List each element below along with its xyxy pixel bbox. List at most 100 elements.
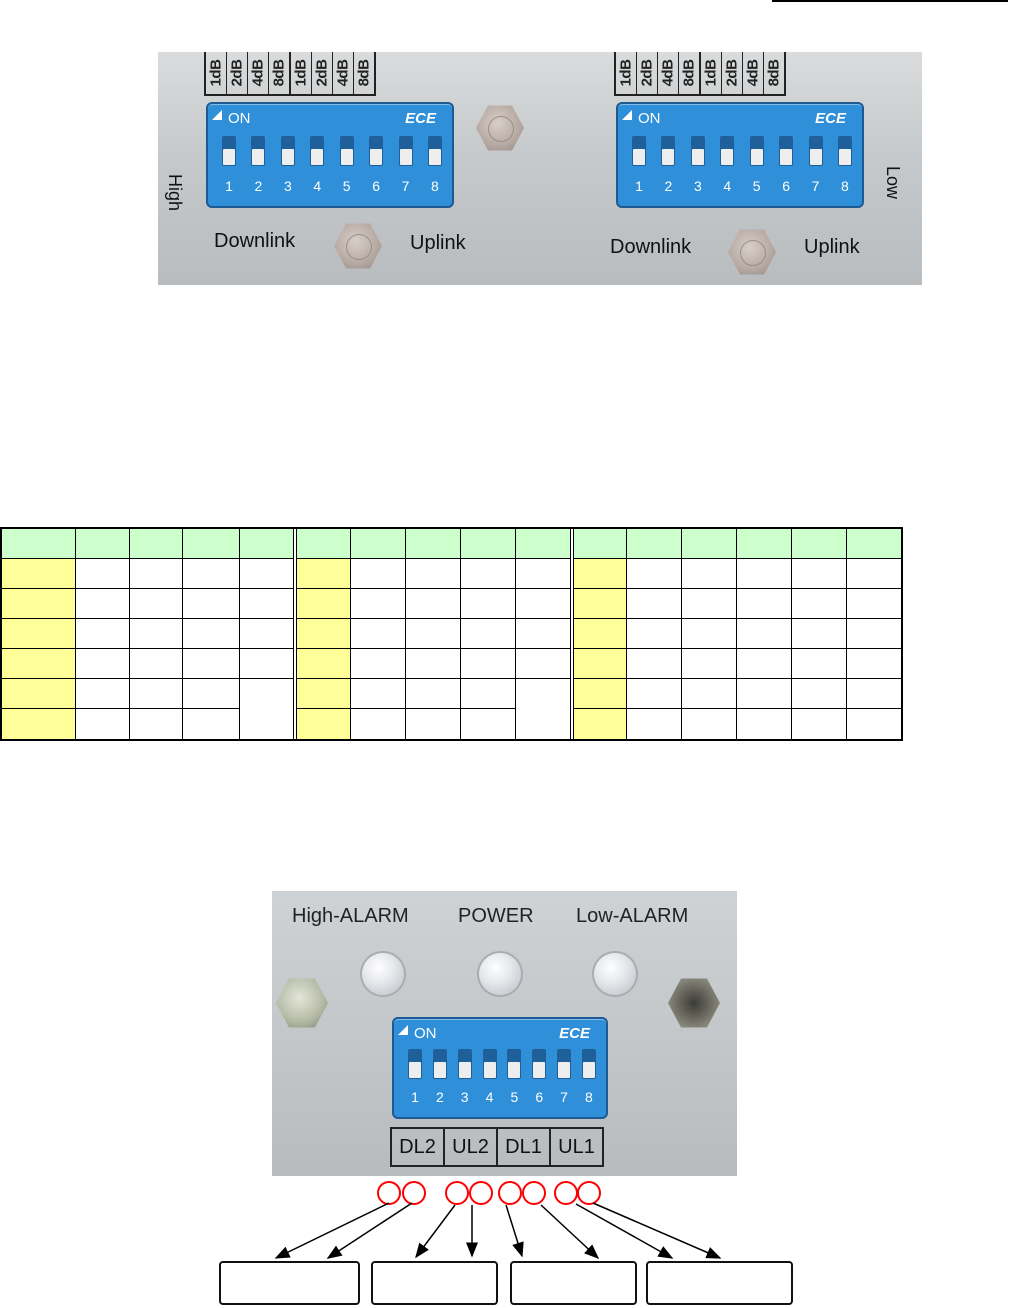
table-row-header-cell (2, 649, 76, 679)
table-cell (516, 559, 570, 589)
dip-number: 5 (752, 178, 761, 194)
dip-switch-5[interactable] (749, 136, 764, 166)
table-row-header-cell (574, 589, 627, 619)
dip-switch-6[interactable] (779, 136, 794, 166)
dip-switch-5[interactable] (339, 136, 354, 166)
table-cell (240, 649, 293, 679)
table-cell (76, 589, 130, 619)
dip-on-label: ON (228, 110, 251, 127)
pad-label-ul2: UL2 (445, 1129, 498, 1165)
table-header-cell (351, 529, 406, 559)
table-cell (183, 709, 240, 739)
table-group-2 (293, 529, 570, 739)
table-cell (240, 709, 293, 739)
arrow (540, 1204, 600, 1260)
dip-switch-2[interactable] (661, 136, 676, 166)
arrow (274, 1202, 390, 1259)
dip-switch-7[interactable] (808, 136, 823, 166)
dip-switch-3[interactable] (457, 1049, 472, 1079)
notch-mark (622, 110, 632, 120)
table-row-header-cell (297, 589, 351, 619)
dip-switch-4[interactable] (482, 1049, 497, 1079)
dip-switch-4[interactable] (310, 136, 325, 166)
table-row-header-cell (2, 589, 76, 619)
dip-number: 7 (560, 1089, 568, 1105)
table-cell (627, 679, 682, 709)
table-cell (240, 559, 293, 589)
dip-number: 2 (435, 1089, 444, 1105)
dip-switch-7[interactable] (398, 136, 413, 166)
attenuation-cell: 8dB (679, 52, 701, 94)
dip-switch-4[interactable] (720, 136, 735, 166)
table-cell (847, 649, 901, 679)
dip-switch-5[interactable] (507, 1049, 522, 1079)
table-cell (351, 559, 406, 589)
table-cell (406, 619, 461, 649)
table-row-header-cell (574, 709, 627, 739)
table-header-cell (2, 529, 76, 559)
attenuation-cell: 8dB (269, 52, 291, 94)
alarm-switch-panel: High-ALARM POWER Low-ALARM ON ECE 1 2 3 … (272, 891, 737, 1176)
attenuation-cell: 1dB (701, 52, 722, 94)
attenuation-cell: 1dB (206, 52, 227, 94)
dip-numbers: 1 2 3 4 5 6 7 8 (408, 1089, 596, 1105)
dip-switch-1[interactable] (632, 136, 646, 166)
dip-number: 4 (723, 178, 732, 194)
table-cell (737, 709, 792, 739)
table-cell (76, 559, 130, 589)
table-cell (351, 649, 406, 679)
table-cell (627, 559, 682, 589)
callout-box-dl1 (510, 1261, 637, 1305)
dip-switch-2[interactable] (251, 136, 266, 166)
dip-switch-6[interactable] (532, 1049, 547, 1079)
dip-number: 5 (342, 178, 351, 194)
highlight-circles (377, 1181, 601, 1205)
table-cell (240, 679, 293, 709)
table-cell (847, 619, 901, 649)
table-cell (792, 709, 847, 739)
dip-switch-3[interactable] (690, 136, 705, 166)
alarm-dip-switch[interactable]: ON ECE 1 2 3 4 5 6 7 8 (392, 1017, 608, 1119)
dip-switch-2[interactable] (432, 1049, 447, 1079)
table-cell (130, 619, 183, 649)
dip-switch-8[interactable] (837, 136, 852, 166)
dip-switch-1[interactable] (222, 136, 236, 166)
table-cell (406, 649, 461, 679)
table-row-header-cell (574, 619, 627, 649)
highlight-circle (469, 1181, 493, 1205)
table-row-header-cell (2, 679, 76, 709)
high-dip-switch[interactable]: ON ECE 1 2 3 4 5 6 7 8 (206, 102, 454, 208)
low-alarm-led-icon (594, 953, 636, 995)
table-header-cell (76, 529, 130, 559)
dip-numbers: 1 2 3 4 5 6 7 8 (632, 178, 852, 194)
highlight-circle (554, 1181, 578, 1205)
highlight-circle (577, 1181, 601, 1205)
dip-on-label: ON (638, 110, 661, 127)
dip-switch-3[interactable] (280, 136, 295, 166)
attenuation-cell: 2dB (227, 52, 248, 94)
dip-brand-logo: ECE (559, 1025, 590, 1042)
low-dip-switch[interactable]: ON ECE 1 2 3 4 5 6 7 8 (616, 102, 864, 208)
table-row-header-cell (297, 649, 351, 679)
table-cell (183, 679, 240, 709)
dip-switch-1[interactable] (408, 1049, 422, 1079)
dip-switch-7[interactable] (557, 1049, 572, 1079)
dip-switch-6[interactable] (369, 136, 384, 166)
table-cell (130, 649, 183, 679)
dip-switch-8[interactable] (581, 1049, 596, 1079)
table-header-cell (792, 529, 847, 559)
table-cell (461, 589, 516, 619)
table-cell (130, 709, 183, 739)
dip-switches (222, 136, 442, 166)
arrow (415, 1204, 456, 1259)
attenuation-cell: 1dB (291, 52, 312, 94)
high-downlink-label: Downlink (214, 230, 296, 252)
table-cell (461, 619, 516, 649)
attenuation-cell: 4dB (658, 52, 679, 94)
dip-switch-8[interactable] (427, 136, 442, 166)
pad-label-dl2: DL2 (392, 1129, 445, 1165)
table-cell (183, 619, 240, 649)
attenuation-cell: 1dB (616, 52, 637, 94)
table-cell (627, 589, 682, 619)
